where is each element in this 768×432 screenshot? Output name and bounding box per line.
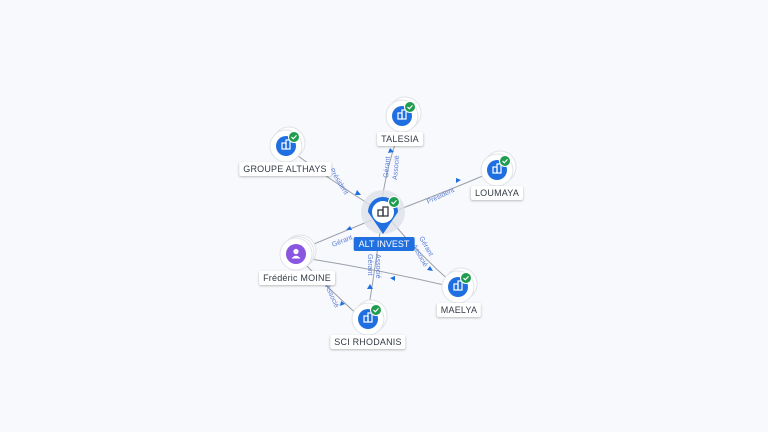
building-icon [377,206,389,217]
node-sci-rhodanis[interactable] [351,299,388,336]
node-label-groupe-althays[interactable]: GROUPE ALTHAYS [239,162,331,176]
node-frederic-moine[interactable] [279,234,317,271]
check-badge-icon [388,196,400,208]
arrow-frederic-maelya [390,276,395,281]
person-icon [291,248,301,259]
edge-label-sci-associe: Associé [374,254,381,279]
node-label-loumaya[interactable]: LOUMAYA [470,186,524,200]
node-groupe-althays[interactable] [269,126,306,163]
center-node-label[interactable]: ALT INVEST [353,237,415,251]
center-node[interactable] [361,190,405,234]
arrow-sci [367,284,373,289]
node-label-maelya[interactable]: MAELYA [436,303,482,317]
arrow-talesia [388,148,394,153]
edge-groupe [289,149,373,207]
node-label-sci-rhodanis[interactable]: SCI RHODANIS [330,335,406,349]
building-icon [363,312,373,323]
arrow-frederic [346,226,352,230]
check-badge-icon [404,101,416,113]
building-icon [492,163,502,174]
edge-label-talesia-gerant: Gérant [383,156,392,178]
arrow-frederic-sci [340,301,345,306]
edge-labels: Gérant Associé Président Président Géran… [323,155,456,309]
building-icon [281,139,291,150]
node-talesia[interactable] [385,96,422,133]
edge-frederic-maelya [304,257,454,288]
check-badge-icon [460,272,472,284]
node-label-frederic-moine[interactable]: Frédéric MOINE [259,271,335,285]
edge-label-sci-gerant: Gérant [366,254,373,275]
arrow-loumaya [456,178,461,183]
node-maelya[interactable] [441,267,478,304]
arrow-groupe [355,190,361,195]
check-badge-icon [370,304,382,316]
node-label-talesia[interactable]: TALESIA [377,132,423,146]
edge-arrows [340,148,461,306]
check-badge-icon [288,131,300,143]
check-badge-icon [499,155,511,167]
node-loumaya[interactable] [480,150,517,187]
edge-label-groupe: Président [328,167,350,196]
edge-label-frederic-gerant: Gérant [331,234,354,249]
edge-label-loumaya: Président [426,187,456,206]
building-icon [453,280,463,291]
edge-label-talesia-associe: Associé [392,155,401,180]
arrow-maelya [427,266,433,271]
building-icon [397,109,407,120]
